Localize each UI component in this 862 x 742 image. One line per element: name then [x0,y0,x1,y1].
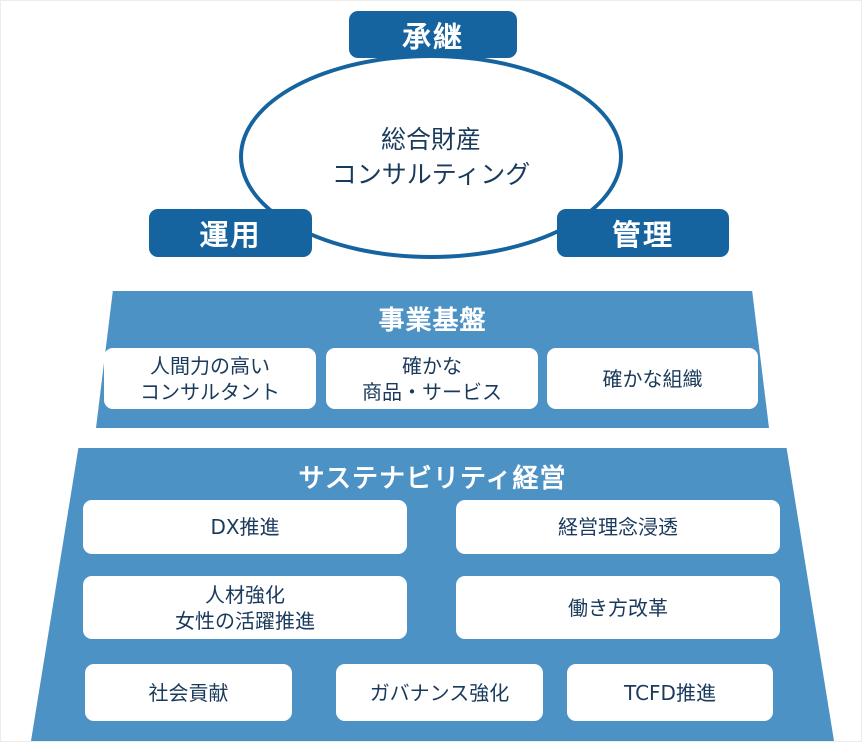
tier2-item-tcfd: TCFD推進 [567,664,773,721]
operation-label: 運用 [199,218,262,252]
tier1-title: 事業基盤 [378,306,487,336]
succession-badge: 承継 [349,11,517,58]
tier2-item-social-contribution: 社会貢献 [85,664,292,721]
operation-badge: 運用 [149,209,312,257]
succession-label: 承継 [401,19,464,54]
tier1-item-products-services: 確かな 商品・サービス [326,348,538,409]
tier2-item-philosophy: 経営理念浸透 [456,500,780,554]
tier2-item-talent: 人材強化 女性の活躍推進 [83,576,407,639]
tier2-item-governance: ガバナンス強化 [336,664,543,721]
tier1-item-organization: 確かな組織 [547,348,758,409]
management-badge: 管理 [557,209,729,257]
tier1-item-consultants: 人間力の高い コンサルタント [104,348,316,409]
tier2-item-dx: DX推進 [83,500,407,554]
management-label: 管理 [611,218,674,252]
tier2-item-workstyle: 働き方改革 [456,576,780,639]
consulting-label: 総合財産 コンサルティング [331,124,531,189]
tier2-title: サステナビリティ経営 [298,464,567,494]
